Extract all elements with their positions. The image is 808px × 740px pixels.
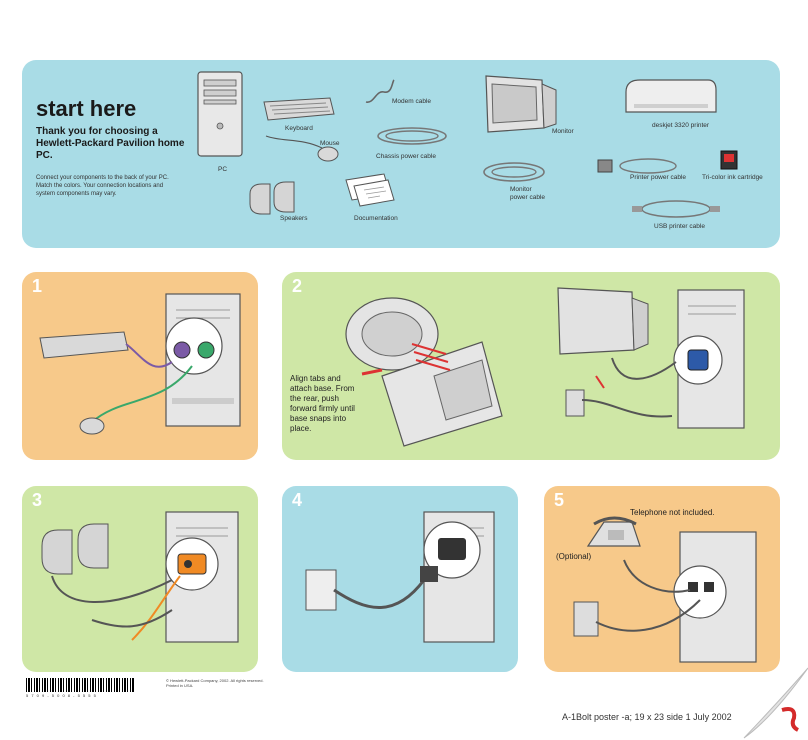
chassis-power-cable-label: Chassis power cable bbox=[376, 153, 436, 160]
keyboard-icon bbox=[263, 97, 335, 121]
usb-cable-label: USB printer cable bbox=[654, 223, 705, 230]
barcode-icon bbox=[26, 678, 134, 692]
mouse-icon bbox=[265, 135, 339, 162]
thank-you-text: Thank you for choosing a Hewlett-Packard… bbox=[36, 126, 185, 161]
speakers-label: Speakers bbox=[280, 215, 308, 222]
monitor-label: Monitor bbox=[552, 128, 574, 135]
pc-label: PC bbox=[218, 166, 228, 173]
poster-info: A-1Bolt poster -a; 19 x 23 side 1 July 2… bbox=[562, 712, 732, 722]
step-2-panel: 2 Align tabs and attach base. From the r… bbox=[282, 272, 780, 460]
usb-cable-icon bbox=[632, 200, 720, 218]
printer-power-cable-icon bbox=[597, 158, 677, 174]
printer-power-cable-label: Printer power cable bbox=[630, 174, 686, 181]
monitor-power-cable-label: Monitor power cable bbox=[510, 186, 546, 201]
barcode-number: 5 7 0 9 - 5 0 0 8 - 5 5 5 5 bbox=[26, 693, 97, 698]
step-number: 5 bbox=[554, 490, 565, 510]
modem-connection-illustration bbox=[573, 531, 757, 663]
base-attach-instruction: Align tabs and attach base. From the rea… bbox=[290, 374, 355, 433]
monitor-icon bbox=[485, 75, 557, 133]
chassis-power-cable-icon bbox=[377, 127, 447, 145]
monitor-base-illustration bbox=[345, 297, 503, 447]
mouse-label: Mouse bbox=[320, 140, 340, 147]
ink-cartridge-icon bbox=[720, 150, 738, 170]
page-title: start here bbox=[36, 96, 137, 121]
start-here-panel: start here Thank you for choosing a Hewl… bbox=[22, 60, 780, 248]
step-5-panel: 5 Telephone not included. (Optional) bbox=[544, 486, 780, 672]
telephone-icon bbox=[586, 516, 641, 547]
step-4-panel: 4 bbox=[282, 486, 518, 672]
step-1-panel: 1 bbox=[22, 272, 258, 460]
modem-cable-icon bbox=[365, 79, 395, 103]
step-number: 2 bbox=[292, 276, 303, 296]
pc-tower-icon bbox=[197, 71, 243, 157]
telephone-note: Telephone not included. bbox=[630, 508, 715, 517]
keyboard-label: Keyboard bbox=[285, 125, 313, 132]
monitor-power-cable-icon bbox=[483, 162, 545, 182]
documentation-label: Documentation bbox=[354, 215, 398, 222]
step-3-panel: 3 bbox=[22, 486, 258, 672]
page-curl-icon bbox=[742, 667, 808, 740]
modem-cable-label: Modem cable bbox=[392, 98, 432, 105]
step-number: 3 bbox=[32, 490, 43, 510]
printer-icon bbox=[625, 79, 717, 113]
documentation-icon bbox=[345, 173, 395, 207]
keyboard-mouse-connection-illustration bbox=[39, 293, 241, 435]
step-number: 4 bbox=[292, 490, 303, 510]
speaker-connection-illustration bbox=[41, 511, 239, 643]
monitor-video-connection-illustration bbox=[557, 287, 745, 429]
speakers-icon bbox=[249, 181, 295, 215]
step-number: 1 bbox=[32, 276, 43, 296]
copyright-text: © Hewlett-Packard Company, 2002. All rig… bbox=[166, 678, 264, 688]
ink-cartridge-label: Tri-color ink cartridge bbox=[702, 174, 763, 181]
optional-label: (Optional) bbox=[556, 552, 592, 561]
printer-label: deskjet 3320 printer bbox=[652, 122, 710, 129]
connect-instructions: Connect your components to the back of y… bbox=[36, 175, 169, 197]
power-connection-illustration bbox=[305, 511, 495, 643]
